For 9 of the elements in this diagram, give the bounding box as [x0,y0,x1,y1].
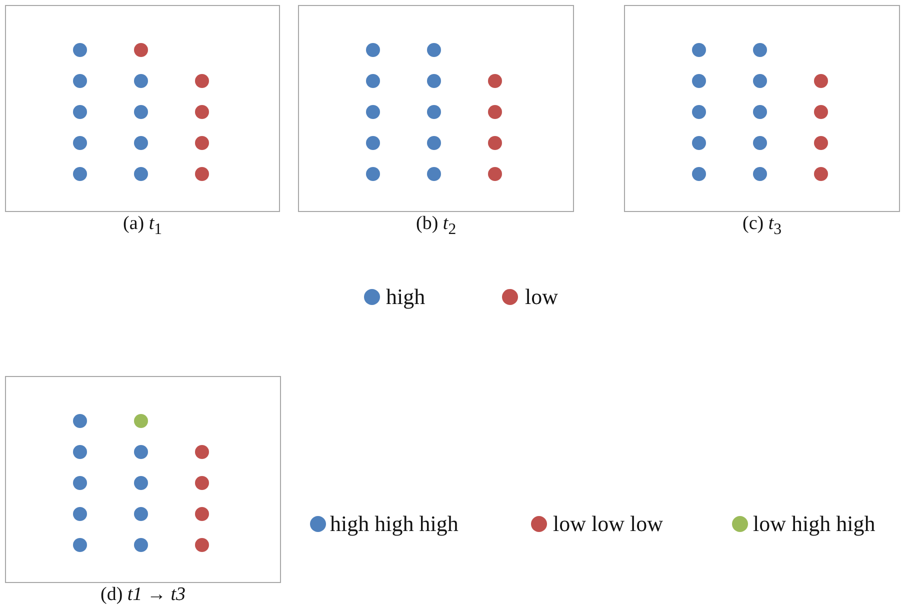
panel-caption: (b) t$_{2}$ [416,213,456,240]
panel-caption: (a) t$_{1}$ [123,213,162,240]
panel-caption: (d) t1 → t3 [100,584,186,606]
panel-caption: (c) t$_{3}$ [742,213,782,240]
legend-label: high [386,285,426,309]
legend-label: low high high [753,512,876,536]
legend-label: low [525,285,558,309]
legend-label: high high high [330,512,458,536]
legend-label: low low low [553,512,663,536]
